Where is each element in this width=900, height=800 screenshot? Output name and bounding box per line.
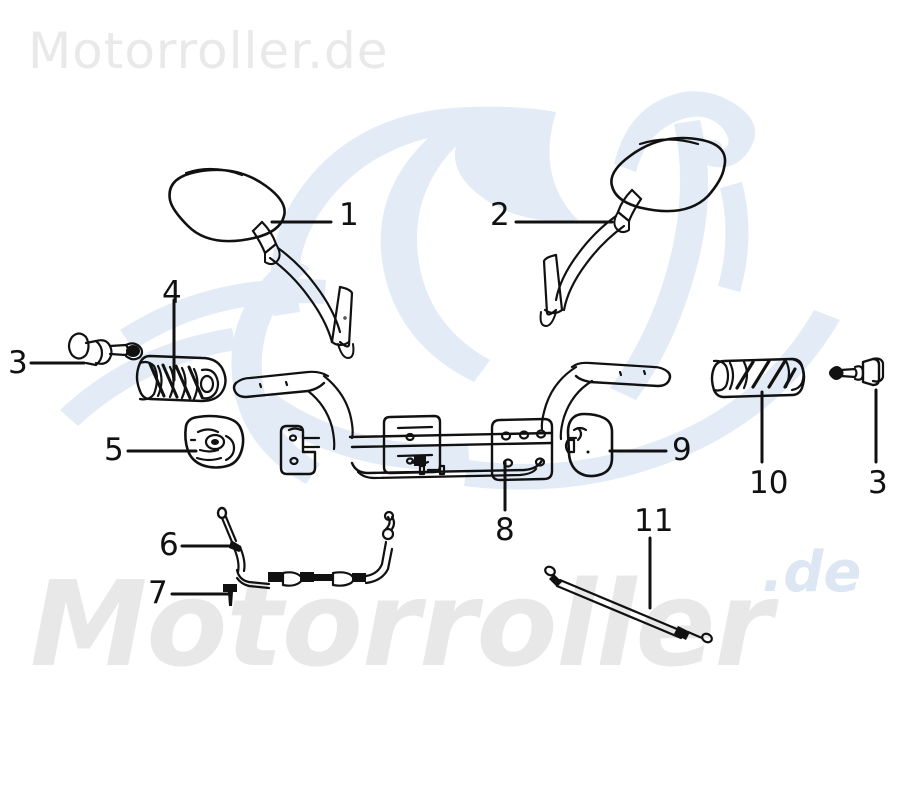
callout-5: 5 bbox=[104, 432, 124, 468]
part-bar-end-weight-right bbox=[829, 357, 885, 387]
part-mirror-left bbox=[168, 167, 355, 359]
callout-3-right: 3 bbox=[868, 465, 888, 501]
part-grip-left bbox=[135, 354, 227, 403]
part-cable-assembly bbox=[216, 506, 396, 590]
leader-lines bbox=[29, 220, 878, 610]
callout-8: 8 bbox=[495, 512, 515, 548]
callout-10: 10 bbox=[749, 465, 789, 501]
callout-11: 11 bbox=[634, 503, 674, 539]
watermark-bottom-suffix: .de bbox=[762, 540, 862, 605]
part-handlebar bbox=[232, 361, 672, 482]
callout-4: 4 bbox=[162, 275, 182, 311]
watermark-top: Motorroller.de bbox=[28, 22, 389, 80]
part-grip-right bbox=[710, 357, 806, 399]
part-switch-housing-left bbox=[184, 414, 245, 469]
part-bar-end-weight-left bbox=[67, 332, 144, 367]
callout-2: 2 bbox=[490, 197, 510, 233]
callout-7: 7 bbox=[148, 575, 168, 611]
callout-1: 1 bbox=[339, 197, 359, 233]
callout-9: 9 bbox=[672, 432, 692, 468]
part-mirror-right bbox=[539, 136, 727, 327]
part-switch-housing-right bbox=[564, 412, 614, 478]
callout-6: 6 bbox=[159, 527, 179, 563]
callout-3-left: 3 bbox=[8, 345, 28, 381]
stylized-logo-swoosh bbox=[60, 91, 840, 490]
part-control-rod bbox=[544, 565, 713, 644]
